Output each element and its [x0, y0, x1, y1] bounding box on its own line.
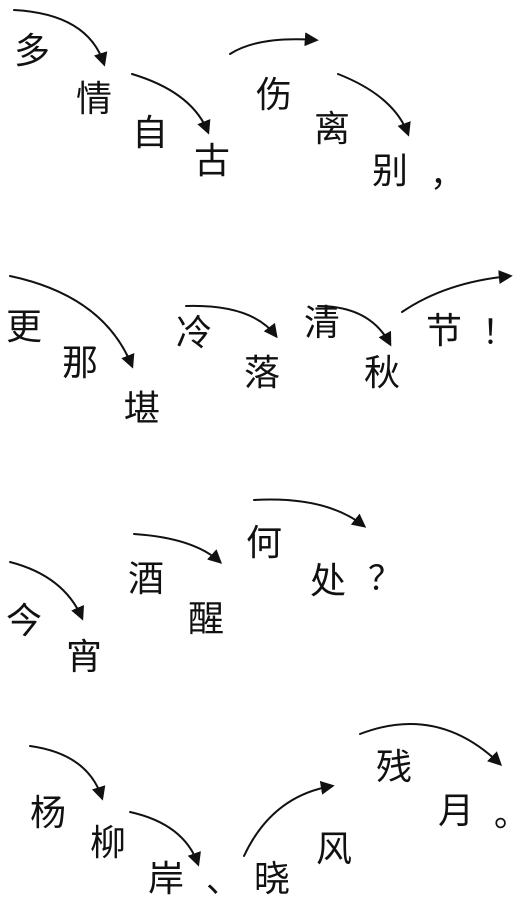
reading-arrow: [243, 780, 335, 857]
poem-char: 清: [304, 303, 341, 344]
reading-arrow: [229, 32, 319, 55]
poem-punctuation: 。: [494, 798, 520, 832]
poem-char: 自: [132, 113, 169, 154]
reading-arrow: [337, 73, 411, 137]
reading-arrow: [253, 498, 367, 528]
poem-char: 更: [6, 307, 43, 348]
poem-char: 酒: [128, 559, 165, 600]
poem-char: 醒: [188, 599, 225, 640]
reading-arrow: [359, 723, 503, 766]
poem-char: 多: [14, 31, 51, 72]
reading-arrow: [131, 73, 211, 135]
poem-punctuation: ？: [368, 559, 402, 599]
reading-arrow: [9, 561, 85, 621]
reading-arrow: [401, 270, 513, 313]
poem-char: 何: [246, 523, 283, 564]
poem-char: 堪: [124, 389, 161, 430]
poem-punctuation: ，: [430, 155, 464, 195]
poem-char: 冷: [176, 313, 213, 354]
reading-arrow: [9, 275, 135, 369]
poem-char: 杨: [30, 793, 67, 834]
poem-char: 残: [376, 747, 413, 788]
poem-char: 节: [426, 311, 463, 352]
reading-arrow: [317, 305, 392, 347]
poem-char: 晓: [254, 859, 291, 900]
poem-punctuation: ！: [482, 313, 516, 353]
poem-char: 那: [62, 343, 99, 384]
reading-arrow: [29, 745, 106, 801]
poem-char: 落: [244, 353, 281, 394]
poem-char: 风: [316, 829, 353, 870]
poem-char: 宵: [66, 637, 103, 678]
poem-char: 情: [76, 79, 113, 120]
poem-char: 柳: [90, 823, 127, 864]
reading-arrow: [13, 9, 108, 67]
reading-arrow: [185, 304, 278, 339]
poem-char: 离: [314, 109, 351, 150]
poem-char: 今: [6, 601, 43, 642]
poem-punctuation: 、: [206, 861, 240, 901]
reading-arrow: [129, 811, 201, 867]
poem-char: 处: [310, 561, 347, 602]
poem-char: 岸: [148, 859, 185, 900]
poem-char: 古: [194, 141, 231, 182]
reading-arrow: [133, 533, 223, 564]
poem-char: 月: [438, 791, 475, 832]
poem-char: 伤: [256, 75, 293, 116]
poem-char: 别: [372, 151, 409, 192]
poem-char: 秋: [364, 353, 401, 394]
